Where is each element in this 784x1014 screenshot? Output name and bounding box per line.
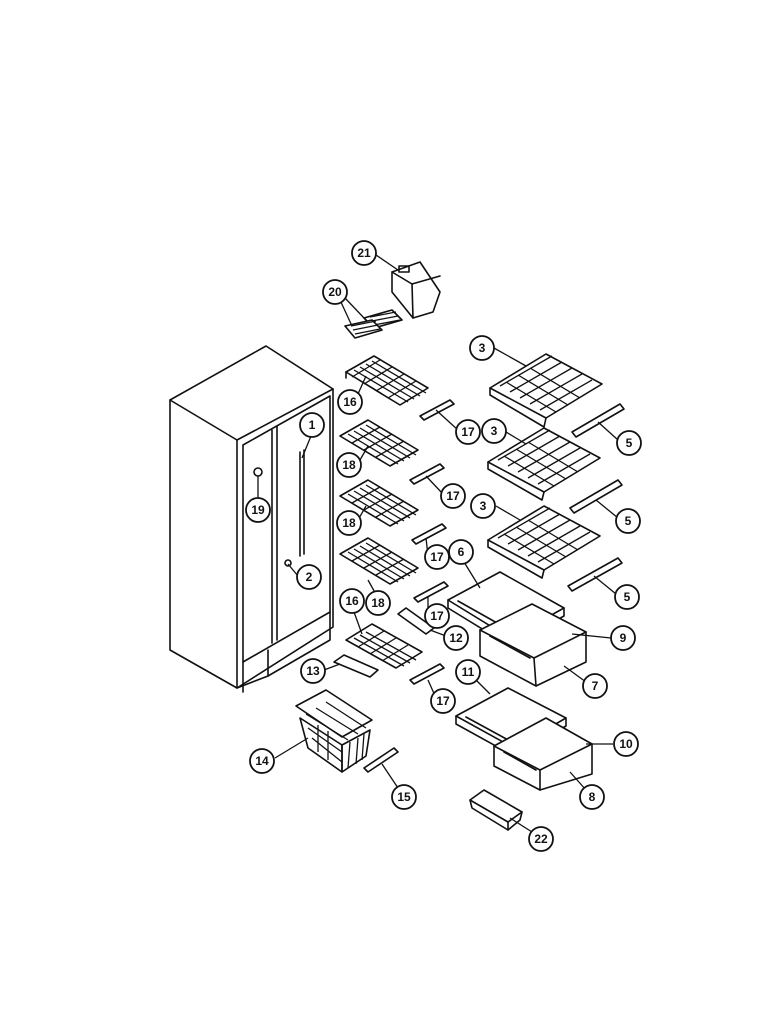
freezer-shelf-top-part [345,355,429,406]
callout-14: 14 [249,748,275,774]
callout-11: 11 [455,659,481,685]
callout-label: 18 [371,596,385,610]
callout-label: 9 [620,631,627,645]
leader-lines [257,254,619,833]
callout-label: 16 [343,395,357,409]
callout-label: 17 [446,489,460,503]
callout-18a: 18 [336,452,362,478]
callout-label: 17 [461,425,475,439]
callout-21: 21 [351,240,377,266]
callout-label: 17 [436,694,450,708]
callout-6: 6 [448,539,474,565]
callout-label: 5 [626,436,633,450]
callout-17a: 17 [455,419,481,445]
callout-10: 10 [613,731,639,757]
fresh-food-shelf-lower-part [487,505,601,579]
callout-17b: 17 [440,483,466,509]
freezer-supports [409,399,455,685]
callout-16b: 16 [339,588,365,614]
dairy-tray-part [469,789,523,831]
callout-label: 7 [592,679,599,693]
crisper-assembly-part [447,571,587,687]
callout-label: 18 [342,516,356,530]
callout-label: 10 [619,737,633,751]
callout-label: 5 [625,514,632,528]
callout-label: 5 [624,590,631,604]
callout-label: 6 [458,545,465,559]
meat-keeper-assembly-part [455,687,593,791]
callout-18c: 18 [365,590,391,616]
callout-label: 18 [342,458,356,472]
callout-label: 17 [430,550,444,564]
callout-label: 22 [534,832,548,846]
callout-13: 13 [300,658,326,684]
callout-label: 2 [306,570,313,584]
callout-9: 9 [610,625,636,651]
callout-label: 14 [255,754,269,768]
callout-20: 20 [322,279,348,305]
fresh-food-supports [567,403,625,592]
freezer-shelf-4-part [339,537,419,585]
callout-17d: 17 [424,603,450,629]
callout-label: 16 [345,594,359,608]
freezer-shelf-bottom-part [345,623,423,669]
fresh-food-shelf-middle-part [487,427,601,501]
callout-label: 19 [251,503,265,517]
callout-label: 8 [589,790,596,804]
callout-18b: 18 [336,510,362,536]
callout-22: 22 [528,826,554,852]
callout-label: 13 [306,664,320,678]
callout-7: 7 [582,673,608,699]
callout-15: 15 [391,784,417,810]
fresh-food-shelf-upper-part [489,353,603,428]
callout-8: 8 [579,784,605,810]
callout-label: 17 [430,609,444,623]
freezer-basket-part [295,689,373,773]
callout-3b: 3 [481,418,507,444]
callout-3a: 3 [469,335,495,361]
callout-label: 15 [397,790,411,804]
callout-label: 11 [462,665,475,679]
callout-5b: 5 [615,508,641,534]
ice-bucket-part [391,261,441,319]
callout-17c: 17 [424,544,450,570]
callout-label: 12 [449,631,463,645]
callout-12: 12 [443,625,469,651]
callout-label: 3 [480,499,487,513]
callout-5c: 5 [614,584,640,610]
callout-1: 1 [299,412,325,438]
freezer-shelf-3-part [339,479,419,527]
callout-2: 2 [296,564,322,590]
freezer-shelf-2-part [339,419,419,467]
callout-label: 21 [357,246,371,260]
basket-support-part [363,747,399,773]
callout-label: 1 [309,418,316,432]
callout-19: 19 [245,497,271,523]
ice-trays-part [344,309,403,339]
callout-label: 20 [328,285,342,299]
callout-3c: 3 [470,493,496,519]
callout-17e: 17 [430,688,456,714]
callout-5a: 5 [616,430,642,456]
callout-label: 3 [479,341,486,355]
callout-label: 3 [491,424,498,438]
callout-16a: 16 [337,389,363,415]
